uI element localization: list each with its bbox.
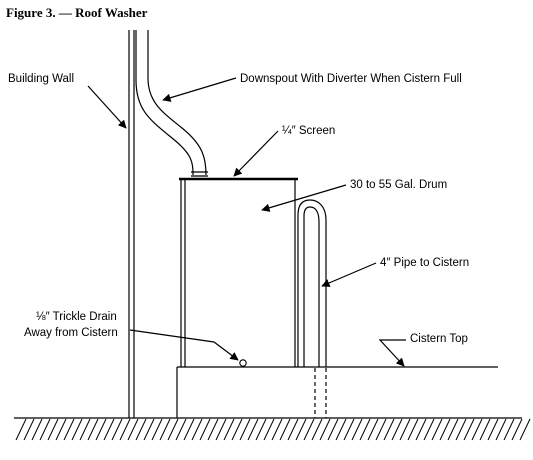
trickle-drain-hole xyxy=(239,359,247,367)
ground-hatch-line xyxy=(391,418,403,441)
ground-hatch-line xyxy=(295,418,307,441)
ground-hatch-line xyxy=(183,418,195,441)
label-trickle-drain-2: Away from Cistern xyxy=(24,327,118,339)
label-cistern-top: Cistern Top xyxy=(410,333,468,345)
ground-hatch-line xyxy=(263,418,275,441)
downspout xyxy=(135,30,208,177)
figure-title: Figure 3. — Roof Washer xyxy=(6,5,148,20)
arrow-building-wall xyxy=(87,85,127,129)
building-wall xyxy=(128,30,135,418)
ground-hatch-line xyxy=(343,418,355,441)
ground-hatch-line xyxy=(191,418,203,441)
ground-hatch-line xyxy=(247,418,259,441)
ground-hatch-line xyxy=(23,418,35,441)
ground-hatch-line xyxy=(239,418,251,441)
ground-hatch-line xyxy=(367,418,379,441)
ground-hatch-line xyxy=(311,418,323,441)
ground-hatch-line xyxy=(327,418,339,441)
ground-hatch-line xyxy=(175,418,187,441)
ground-hatch-line xyxy=(359,418,371,441)
arrow-pipe xyxy=(321,262,377,287)
ground-hatch-line xyxy=(471,418,483,441)
arrow-cistern-top xyxy=(378,339,406,367)
ground-hatch-line xyxy=(519,418,531,441)
ground-hatch-line xyxy=(415,418,427,441)
pipe-outer-edge xyxy=(297,199,327,367)
pipe-to-cistern xyxy=(297,199,327,418)
ground-hatch-line xyxy=(143,418,155,441)
ground-hatch-line xyxy=(87,418,99,441)
arrow-trickle-drain xyxy=(129,329,239,361)
ground-hatch-line xyxy=(127,418,139,441)
ground-hatch-line xyxy=(479,418,491,441)
ground-hatch-line xyxy=(279,418,291,441)
ground-hatch-line xyxy=(151,418,163,441)
ground-hatch-line xyxy=(255,418,267,441)
ground-hatch-line xyxy=(207,418,219,441)
ground-hatch-line xyxy=(271,418,283,441)
ground-hatch-line xyxy=(407,418,419,441)
drum xyxy=(179,177,298,367)
ground-hatch-line xyxy=(111,418,123,441)
label-screen: ¼″ Screen xyxy=(282,125,335,137)
ground-hatching xyxy=(15,418,531,441)
label-drum: 30 to 55 Gal. Drum xyxy=(350,179,447,191)
label-building-wall: Building Wall xyxy=(8,73,74,85)
ground-hatch-line xyxy=(199,418,211,441)
ground-hatch-line xyxy=(487,418,499,441)
ground-hatch-line xyxy=(95,418,107,441)
ground-hatch-line xyxy=(39,418,51,441)
ground-hatch-line xyxy=(31,418,43,441)
ground-hatch-line xyxy=(231,418,243,441)
arrow-screen xyxy=(233,130,279,177)
label-pipe: 4″ Pipe to Cistern xyxy=(380,257,469,269)
pipe-inner-edge xyxy=(303,206,320,367)
ground-hatch-line xyxy=(55,418,67,441)
ground-hatch-line xyxy=(319,418,331,441)
ground-hatch-line xyxy=(287,418,299,441)
ground-hatch-line xyxy=(351,418,363,441)
ground-hatch-line xyxy=(303,418,315,441)
ground-hatch-line xyxy=(495,418,507,441)
ground-hatch-line xyxy=(47,418,59,441)
ground-hatch-line xyxy=(455,418,467,441)
ground-hatch-line xyxy=(103,418,115,441)
ground-hatch-line xyxy=(335,418,347,441)
ground-hatch-line xyxy=(431,418,443,441)
arrow-drum xyxy=(261,184,347,212)
ground-hatch-line xyxy=(119,418,131,441)
label-downspout: Downspout With Diverter When Cistern Ful… xyxy=(240,73,462,85)
ground-hatch-line xyxy=(447,418,459,441)
ground-hatch-line xyxy=(383,418,395,441)
label-trickle-drain-1: ⅛″ Trickle Drain xyxy=(36,311,117,323)
cistern-top-slab xyxy=(176,366,498,418)
ground-hatch-line xyxy=(399,418,411,441)
ground-hatch-line xyxy=(63,418,75,441)
ground-hatch-line xyxy=(423,418,435,441)
arrow-downspout xyxy=(162,77,237,102)
ground-hatch-line xyxy=(215,418,227,441)
ground-hatch-line xyxy=(439,418,451,441)
ground-hatch-line xyxy=(167,418,179,441)
downspout-right-edge xyxy=(147,30,207,176)
ground-hatch-line xyxy=(223,418,235,441)
ground-hatch-line xyxy=(375,418,387,441)
ground-hatch-line xyxy=(511,418,523,441)
ground-hatch-line xyxy=(71,418,83,441)
ground-hatch-line xyxy=(159,418,171,441)
ground-hatch-line xyxy=(463,418,475,441)
ground-hatch-line xyxy=(15,418,27,441)
ground-hatch-line xyxy=(79,418,91,441)
ground-hatch-line xyxy=(135,418,147,441)
ground-hatch-line xyxy=(503,418,515,441)
downspout-left-edge xyxy=(135,30,194,176)
ground xyxy=(14,417,531,441)
